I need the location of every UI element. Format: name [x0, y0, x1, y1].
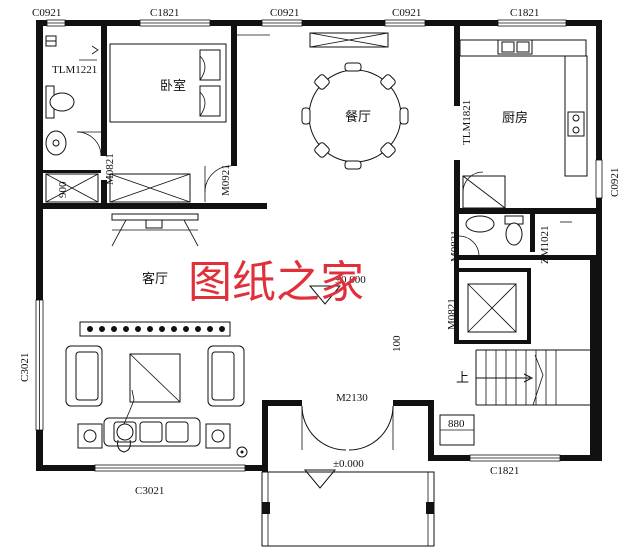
stair	[439, 283, 590, 446]
wc-fixtures	[458, 215, 572, 257]
bedroom-furniture	[109, 43, 232, 203]
room-label-dining: 餐厅	[345, 109, 371, 125]
door-code-m0921-bed: M0921	[220, 164, 232, 196]
door-code-m0821-wc: M0821	[449, 230, 461, 262]
kitchen-fixtures	[459, 39, 588, 209]
window-code-bottom-left: C3021	[135, 485, 164, 497]
window-code-top-4: C0921	[392, 7, 421, 19]
door-code-tlm-kitchen: TLM1821	[461, 100, 473, 145]
window-code-top-left: C0921	[32, 7, 61, 19]
room-label-kitchen: 厨房	[502, 110, 528, 126]
window-code-top-5: C1821	[510, 7, 539, 19]
door-code-m0821-stair: M0821	[446, 298, 458, 330]
level-entry: ±0.000	[333, 458, 364, 470]
bathroom	[45, 35, 102, 203]
sofa-studs	[87, 326, 225, 332]
door-code-m0821-bath: M0821	[104, 153, 116, 185]
living-furniture	[65, 213, 248, 458]
window-code-top-2: C1821	[150, 7, 179, 19]
entrance	[261, 405, 435, 547]
stair-up-label: 上	[456, 371, 469, 386]
interior-walls	[43, 26, 596, 472]
right-window	[595, 159, 603, 199]
watermark: 图纸之家	[188, 257, 364, 308]
level-marker-living	[308, 285, 342, 305]
dim-880: 880	[448, 418, 465, 430]
window-code-left: C3021	[19, 353, 31, 382]
dim-900: 900	[57, 181, 69, 198]
room-label-bedroom: 卧室	[160, 78, 186, 94]
level-living: ±0.000	[335, 274, 366, 286]
window-code-top-3: C0921	[270, 7, 299, 19]
window-code-bottom-right: C1821	[490, 465, 519, 477]
dining-table	[237, 32, 409, 170]
room-label-living: 客厅	[142, 271, 168, 287]
door-code-tlm-bath: TLM1221	[52, 64, 97, 76]
door-code-zm1021: ZM1021	[539, 226, 551, 265]
door-code-m2130: M2130	[336, 392, 368, 404]
top-windows	[46, 19, 567, 27]
dim-100: 100	[391, 335, 403, 352]
window-code-right: C0921	[609, 168, 621, 197]
